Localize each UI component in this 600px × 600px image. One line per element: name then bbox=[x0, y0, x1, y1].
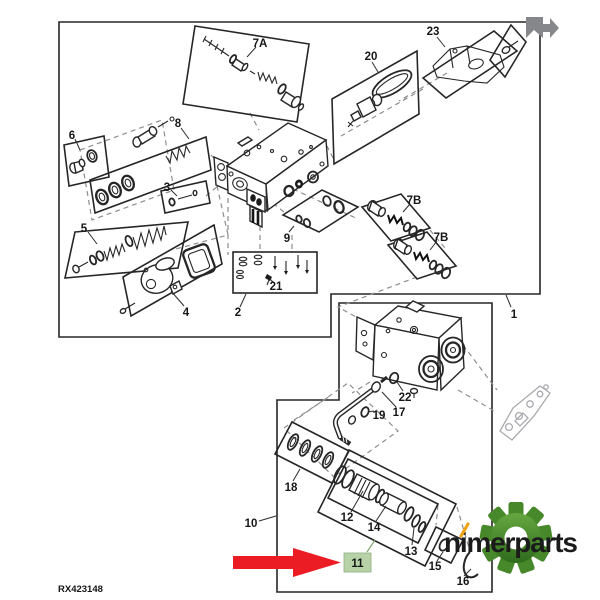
fastener-pins bbox=[273, 255, 309, 275]
callout-13: 13 bbox=[405, 546, 418, 558]
callout-12: 12 bbox=[341, 512, 354, 524]
watermark: nimerparts bbox=[444, 502, 579, 574]
parts-box-8 bbox=[89, 135, 212, 215]
drawing-number: RX423148 bbox=[58, 584, 103, 595]
pointer-arrow-tail bbox=[233, 556, 296, 569]
parts-box-3 bbox=[160, 180, 211, 214]
callout-leaders bbox=[74, 36, 512, 577]
callout-6: 6 bbox=[69, 130, 75, 142]
callout-7b-lower: 7B bbox=[434, 232, 449, 244]
callout-15: 15 bbox=[429, 561, 442, 573]
highlighted-callout-11[interactable] bbox=[343, 552, 372, 573]
callout-7b-upper: 7B bbox=[407, 195, 422, 207]
callout-1: 1 bbox=[511, 309, 518, 321]
callout-22: 22 bbox=[399, 392, 412, 404]
parts-box-4 bbox=[119, 223, 223, 318]
oil-pipe-assembly bbox=[332, 371, 400, 446]
parts-box-23 bbox=[421, 23, 527, 100]
brand-wordmark: nimerparts bbox=[444, 527, 577, 558]
callout-20: 20 bbox=[365, 51, 378, 63]
ghost-linkage-part bbox=[499, 384, 551, 441]
callout-14: 14 bbox=[368, 522, 381, 534]
gear-icon bbox=[479, 502, 553, 574]
parts-box-5 bbox=[63, 221, 190, 279]
callout-2: 2 bbox=[235, 307, 241, 319]
parts-box-9 bbox=[281, 189, 360, 233]
corner-bookmark-icon bbox=[526, 17, 559, 38]
parts-box-7b-upper bbox=[360, 193, 432, 242]
callout-18: 18 bbox=[285, 482, 298, 494]
parts-kit-box-11 bbox=[316, 448, 458, 568]
parts-box-15 bbox=[423, 525, 465, 565]
callout-17: 17 bbox=[393, 407, 406, 419]
callout-23: 23 bbox=[427, 26, 440, 38]
callout-10: 10 bbox=[245, 518, 258, 530]
callout-9: 9 bbox=[284, 233, 290, 245]
valve-spool-part bbox=[132, 116, 175, 148]
pointer-arrow-head bbox=[293, 548, 341, 577]
lower-valve-body bbox=[355, 300, 466, 398]
callout-7a: 7A bbox=[253, 38, 268, 50]
callout-19: 19 bbox=[373, 410, 386, 422]
callout-11[interactable]: 11 bbox=[351, 558, 364, 570]
parts-box-7b-lower bbox=[386, 231, 458, 280]
parts-box-6 bbox=[63, 135, 110, 187]
callout-21: 21 bbox=[270, 281, 283, 293]
callout-labels: 1 2 3 4 5 6 7A 7B 7B 8 9 10 12 13 14 15 … bbox=[69, 26, 518, 588]
brand-accent-mark bbox=[459, 522, 470, 538]
lower-assembly-box bbox=[276, 302, 493, 593]
callout-5: 5 bbox=[81, 223, 88, 235]
parts-box-7a bbox=[182, 25, 310, 123]
callout-16: 16 bbox=[457, 576, 470, 588]
callout-8: 8 bbox=[175, 118, 182, 130]
upper-valve-body bbox=[213, 122, 329, 229]
parts-box-2 bbox=[232, 251, 318, 294]
callout-4: 4 bbox=[183, 307, 190, 319]
highlight-group: 11 bbox=[233, 548, 372, 577]
snap-ring-16 bbox=[462, 551, 479, 579]
callout-3: 3 bbox=[164, 182, 170, 194]
parts-box-20 bbox=[331, 49, 420, 166]
